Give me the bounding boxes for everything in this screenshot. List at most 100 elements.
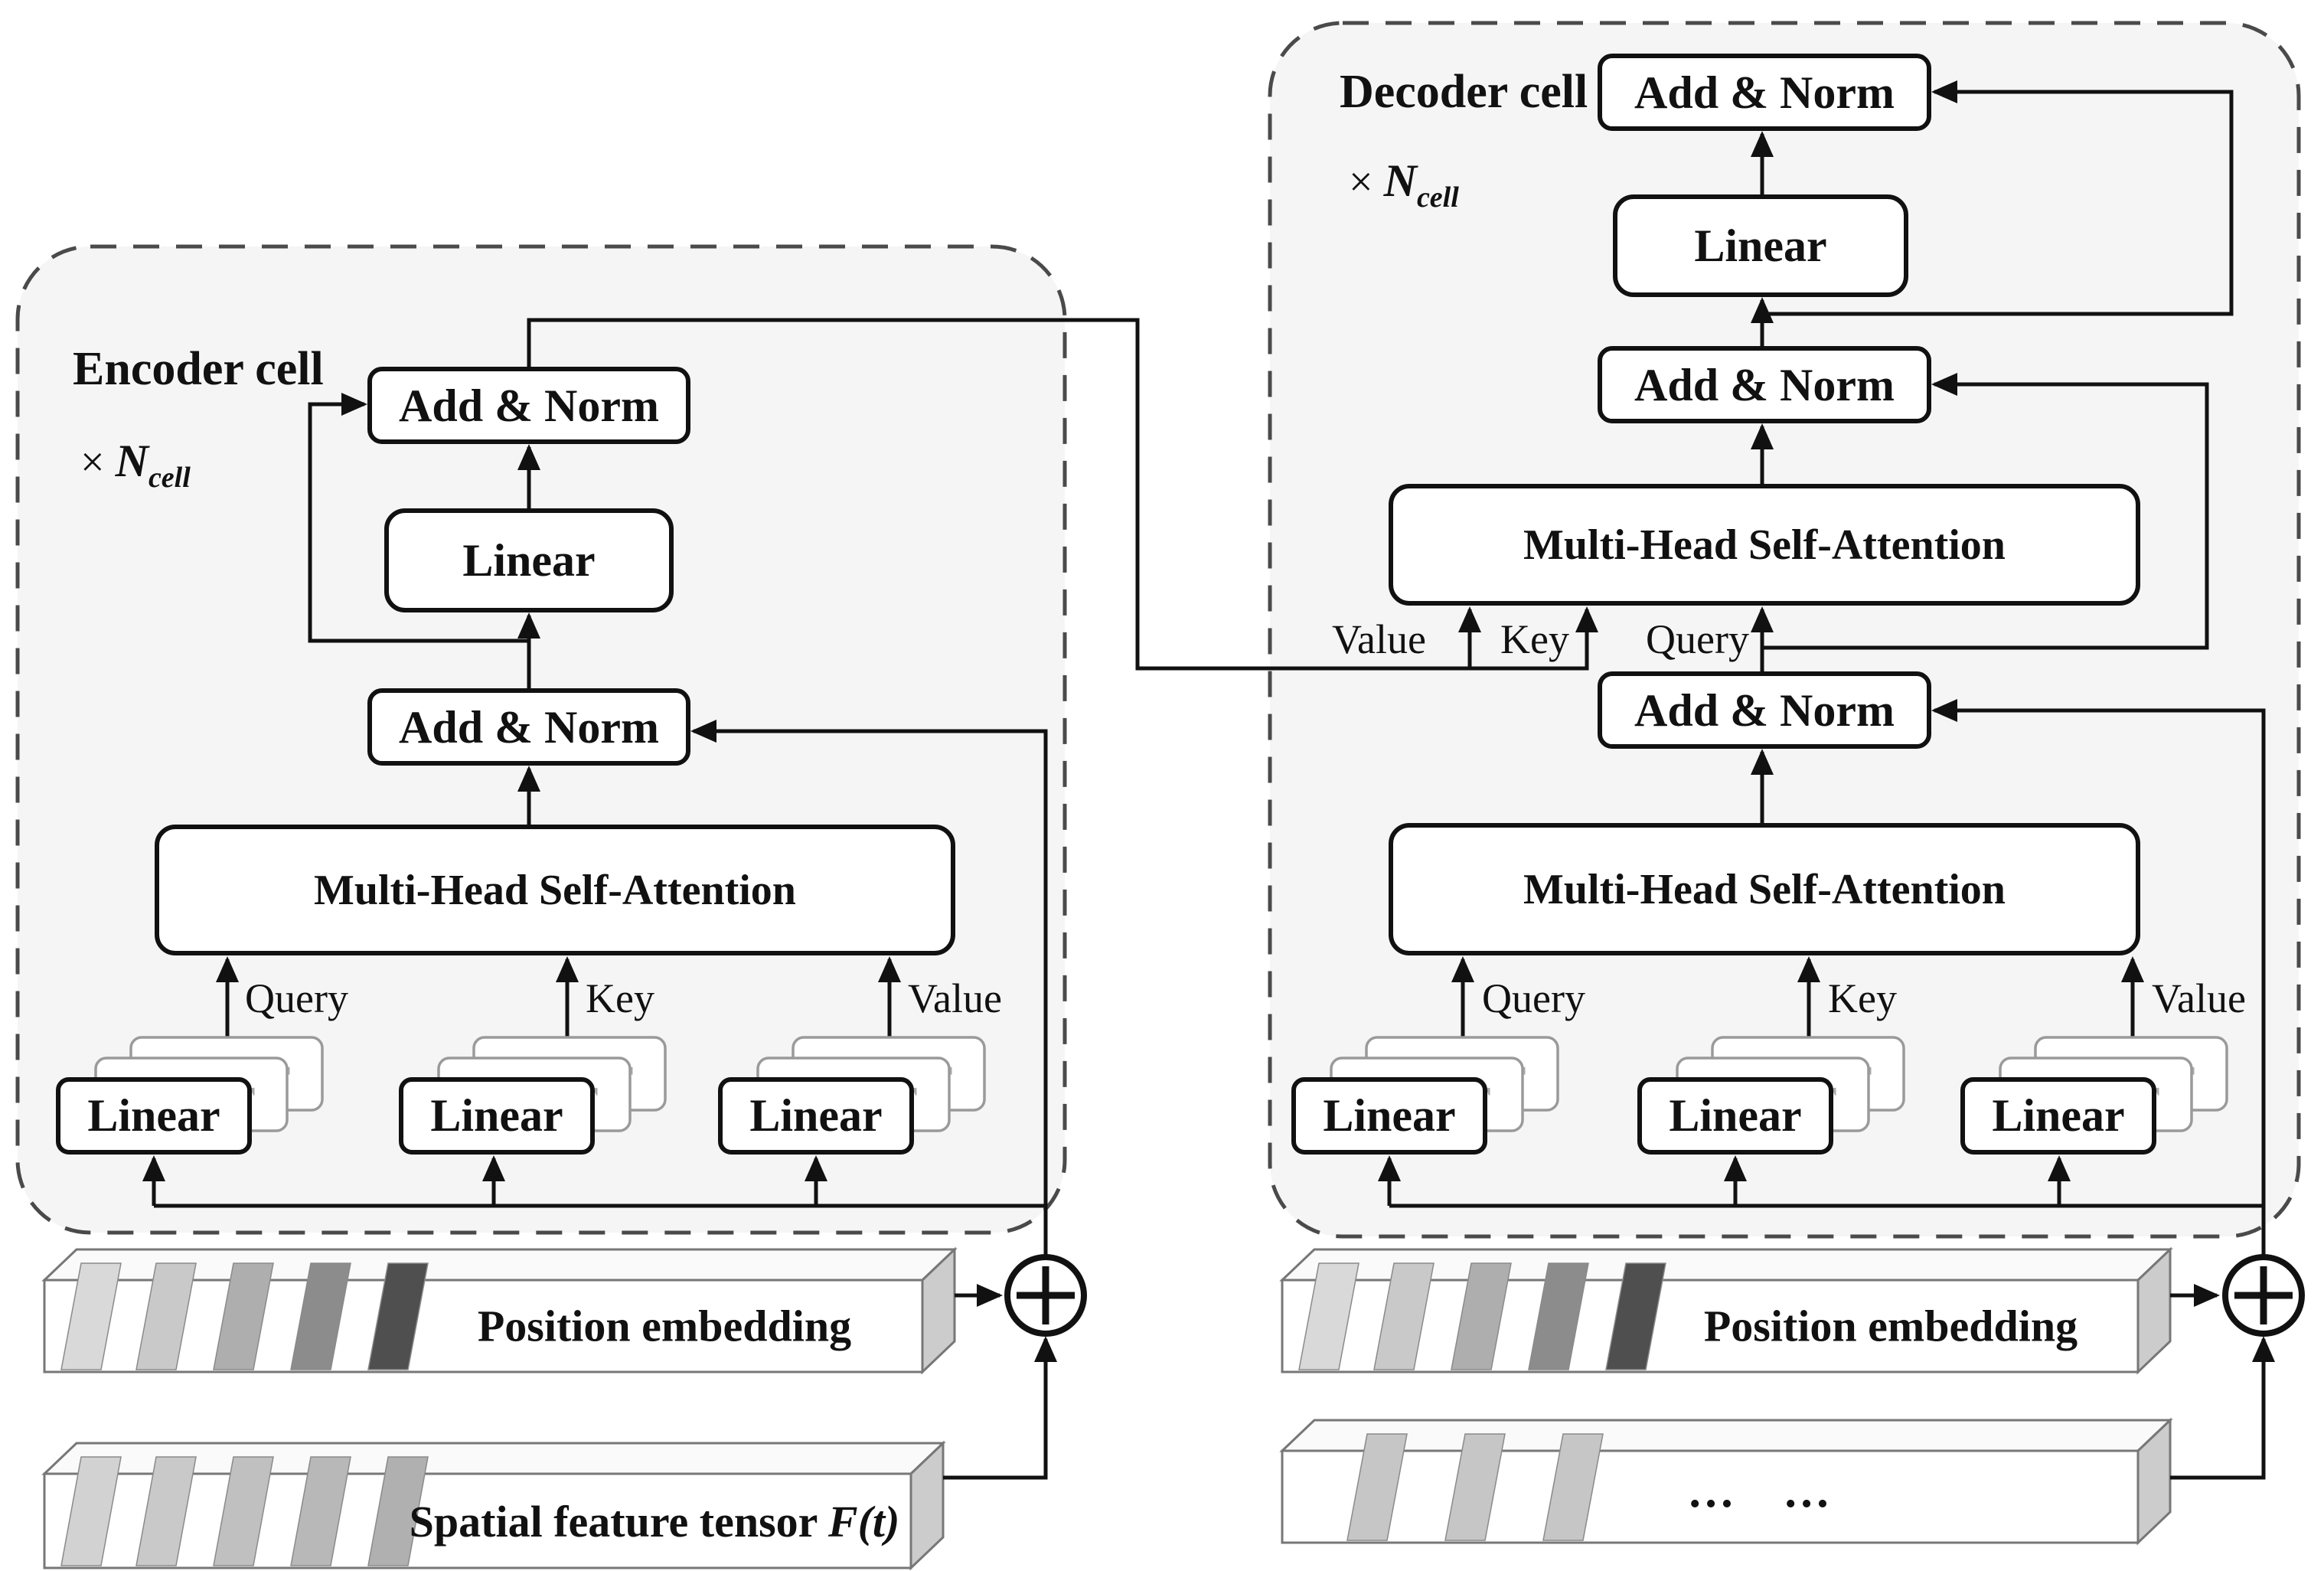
- embedding-slab: [1605, 1262, 1666, 1370]
- spatial-feature-tensor-label: Spatial feature tensor F(t): [410, 1497, 900, 1547]
- decoder-addnorm-bottom-box: [1598, 671, 1931, 749]
- linear-stack-front-label: Linear: [1669, 1090, 1801, 1141]
- decoder-cross-key-label: Key: [1500, 616, 1569, 662]
- embedding-slab: [1373, 1262, 1435, 1370]
- decoder-addnorm-middle-label: Add & Norm: [1634, 360, 1895, 410]
- encoder-linear-box: [384, 508, 674, 612]
- embedding-slab: [135, 1262, 197, 1370]
- decoder-key-label: Key: [1828, 975, 1897, 1021]
- linear-stack-front-label: Linear: [87, 1090, 220, 1141]
- encoder-linear-stack-key: Linear Linear Linear: [399, 1036, 667, 1155]
- plus-icon: [2234, 1266, 2293, 1324]
- decoder-linear-label: Linear: [1694, 220, 1826, 271]
- decoder-sum-icon: [2222, 1254, 2305, 1337]
- bar-top-face: [1279, 1419, 2173, 1452]
- encoder-attention-label: Multi-Head Self-Attention: [314, 867, 796, 914]
- embedding-slab: [367, 1262, 429, 1370]
- embedding-slab: [213, 1262, 274, 1370]
- decoder-selfattention-box: [1389, 823, 2140, 955]
- left-position-embedding-label: Position embedding: [478, 1302, 851, 1351]
- linear-stack-front-box: [1637, 1077, 1833, 1155]
- decoder-cross-query-label: Query: [1646, 616, 1749, 662]
- encoder-addnorm-top-label: Add & Norm: [399, 381, 659, 431]
- embedding-slab: [213, 1456, 274, 1566]
- encoder-title: Encoder cell: [73, 343, 324, 395]
- linear-stack-front-box: [399, 1077, 595, 1155]
- wire-encoder-linear-bypass: [308, 393, 529, 643]
- wire-spatial-to-sum: [943, 1336, 1057, 1480]
- decoder-addnorm-top-box: [1598, 54, 1931, 131]
- decoder-selfattention-label: Multi-Head Self-Attention: [1523, 866, 2006, 913]
- linear-stack-front-label: Linear: [1992, 1090, 2124, 1141]
- embedding-slab: [1298, 1262, 1359, 1370]
- right-position-embedding-label: Position embedding: [1704, 1302, 2078, 1351]
- decoder-value-label: Value: [2152, 975, 2246, 1021]
- embedding-slab: [60, 1262, 122, 1370]
- target-sequence-bar: … …: [1279, 1417, 2173, 1546]
- decoder-cross-value-label: Value: [1332, 616, 1426, 662]
- decoder-crossattention-label: Multi-Head Self-Attention: [1523, 521, 2006, 569]
- embedding-slab: [60, 1456, 122, 1566]
- decoder-repeat-symbol: N: [1383, 155, 1419, 206]
- left-position-embedding-bar: Position embedding: [41, 1246, 958, 1375]
- wire-encoder-output-to-decoder-key: [527, 318, 1598, 671]
- decoder-repeat-times: ×: [1349, 158, 1384, 206]
- encoder-attention-box: [155, 825, 955, 955]
- decoder-crossattention-box: [1389, 484, 2140, 606]
- wire-decoder-query-residual: [1762, 373, 2209, 650]
- encoder-repeat-times: ×: [80, 439, 116, 486]
- embedding-slab: [135, 1456, 197, 1566]
- spatial-feature-arg: (t): [858, 1497, 900, 1547]
- decoder-linear-box: [1613, 194, 1908, 297]
- decoder-addnorm-bottom-label: Add & Norm: [1634, 685, 1895, 736]
- bar-front-face: [1281, 1449, 2140, 1544]
- decoder-repeat-subscript: cell: [1417, 181, 1459, 214]
- embedding-slab: [1451, 1262, 1512, 1370]
- decoder-linear-stack-key: Linear Linear Linear: [1637, 1036, 1905, 1155]
- spatial-feature-tensor-bar: Spatial feature tensor F(t): [41, 1440, 946, 1571]
- linear-stack-front-box: [1960, 1077, 2156, 1155]
- encoder-linear-stack-query: Linear Linear Linear: [56, 1036, 324, 1155]
- linear-stack-front-label: Linear: [1323, 1090, 1455, 1141]
- target-ellipsis: …: [1783, 1465, 1830, 1517]
- embedding-slab: [1542, 1433, 1604, 1541]
- linear-stack-front-box: [718, 1077, 914, 1155]
- linear-stack-front-label: Linear: [749, 1090, 882, 1141]
- encoder-addnorm-bottom-box: [367, 688, 690, 766]
- embedding-slab: [290, 1456, 351, 1566]
- decoder-title: Decoder cell: [1340, 66, 1588, 118]
- decoder-addnorm-middle-box: [1598, 346, 1931, 423]
- plus-icon: [1017, 1266, 1075, 1324]
- encoder-addnorm-bottom-label: Add & Norm: [399, 702, 659, 753]
- spatial-feature-text: Spatial feature tensor: [410, 1497, 828, 1547]
- decoder-addnorm-top-label: Add & Norm: [1634, 67, 1895, 118]
- linear-stack-front-box: [56, 1077, 252, 1155]
- decoder-linear-stack-query: Linear Linear Linear: [1291, 1036, 1559, 1155]
- encoder-sum-icon: [1004, 1254, 1087, 1337]
- bar-front-face: [43, 1279, 924, 1373]
- decoder-query-label: Query: [1482, 975, 1585, 1021]
- embedding-slab: [1528, 1262, 1589, 1370]
- encoder-repeat-label: × Ncell: [80, 436, 191, 494]
- wire-encoder-input-residual: [690, 720, 1048, 1257]
- encoder-addnorm-top-box: [367, 367, 690, 444]
- target-ellipsis: …: [1687, 1465, 1735, 1517]
- spatial-feature-symbol: F: [827, 1497, 858, 1547]
- wire-decoder-linear-bypass: [1762, 80, 2234, 316]
- embedding-slab: [367, 1456, 429, 1566]
- bar-front-face: [1281, 1279, 2140, 1373]
- encoder-repeat-symbol: N: [115, 436, 151, 486]
- encoder-query-label: Query: [245, 975, 348, 1021]
- encoder-repeat-subscript: cell: [149, 462, 191, 494]
- decoder-linear-stack-value: Linear Linear Linear: [1960, 1036, 2228, 1155]
- linear-stack-front-label: Linear: [430, 1090, 563, 1141]
- wire-decoder-input-residual: [1931, 699, 2266, 1257]
- encoder-key-label: Key: [586, 975, 654, 1021]
- encoder-linear-stack-value: Linear Linear Linear: [718, 1036, 986, 1155]
- embedding-slab: [1346, 1433, 1408, 1541]
- linear-stack-front-box: [1291, 1077, 1487, 1155]
- embedding-slab: [290, 1262, 351, 1370]
- embedding-slab: [1444, 1433, 1506, 1541]
